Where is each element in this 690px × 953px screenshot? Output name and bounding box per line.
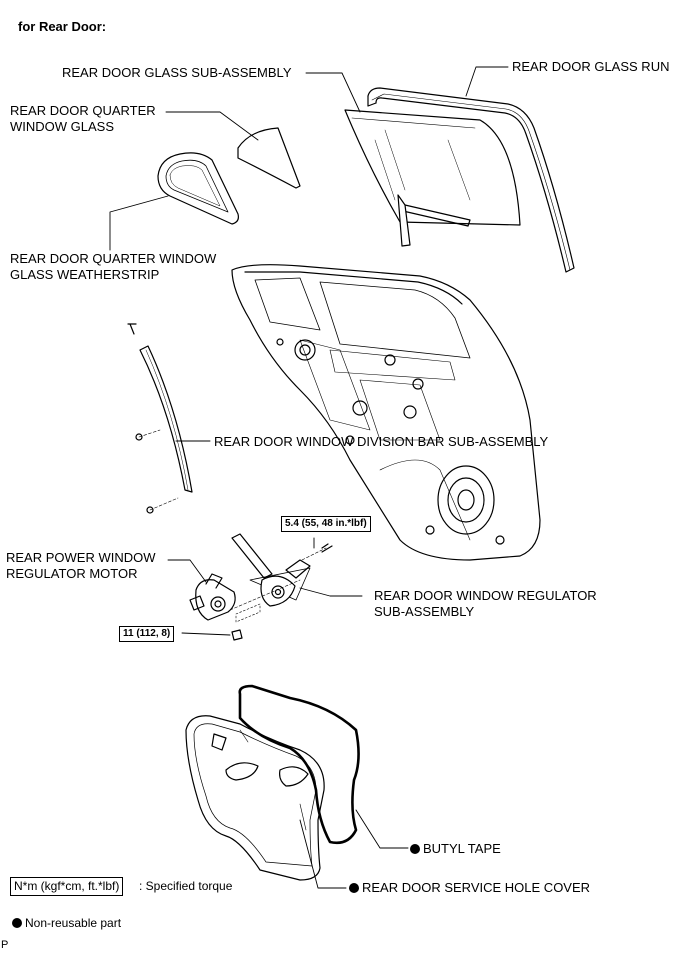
legend-non-reusable-text: Non-reusable part xyxy=(25,916,122,930)
label-division-bar: REAR DOOR WINDOW DIVISION BAR SUB-ASSEMB… xyxy=(214,434,549,449)
label-butyl-tape: BUTYL TAPE xyxy=(410,841,501,857)
window-regulator xyxy=(229,533,333,623)
quarter-window-weatherstrip xyxy=(157,152,239,225)
rear-door-service-hole-cover xyxy=(185,715,325,881)
non-reusable-dot-icon xyxy=(12,918,22,928)
service-hole-cover-text: REAR DOOR SERVICE HOLE COVER xyxy=(362,880,591,895)
non-reusable-dot-icon xyxy=(410,844,420,854)
butyl-tape-outline xyxy=(238,684,360,845)
leader-lines xyxy=(109,66,509,889)
label-service-hole-cover: REAR DOOR SERVICE HOLE COVER xyxy=(349,880,590,896)
label-quarter-window-glass-line2: WINDOW GLASS xyxy=(10,119,115,134)
label-quarter-weatherstrip-line1: REAR DOOR QUARTER WINDOW xyxy=(10,251,217,266)
label-rear-door-glass-run: REAR DOOR GLASS RUN xyxy=(512,59,670,74)
torque-regulator-bolt: 5.4 (55, 48 in.*lbf) xyxy=(281,516,371,532)
window-regulator-motor xyxy=(189,573,236,621)
rear-door-glass xyxy=(344,109,521,247)
label-regulator-motor-line1: REAR POWER WINDOW xyxy=(6,550,156,565)
legend-non-reusable: Non-reusable part xyxy=(12,915,121,931)
legend-torque-box: N*m (kgf*cm, ft.*lbf) xyxy=(10,877,124,896)
quarter-window-glass xyxy=(237,127,301,189)
rear-door-glass-run xyxy=(367,87,575,273)
butyl-tape-text: BUTYL TAPE xyxy=(423,841,501,856)
legend-torque-text: : Specified torque xyxy=(139,879,233,893)
window-division-bar xyxy=(127,323,193,514)
non-reusable-dot-icon xyxy=(349,883,359,893)
footer-code: P xyxy=(1,939,9,951)
label-quarter-weatherstrip-line2: GLASS WEATHERSTRIP xyxy=(10,267,160,282)
label-rear-door-glass-sub-assembly: REAR DOOR GLASS SUB-ASSEMBLY xyxy=(62,65,292,80)
torque-motor-bolt: 11 (112, 8) xyxy=(119,626,175,642)
page-title: for Rear Door: xyxy=(18,19,107,34)
label-regulator-sub-assembly-line2: SUB-ASSEMBLY xyxy=(374,604,475,619)
rear-door-inner-panel xyxy=(231,264,541,561)
label-regulator-motor-line2: REGULATOR MOTOR xyxy=(6,566,138,581)
label-regulator-sub-assembly-line1: REAR DOOR WINDOW REGULATOR xyxy=(374,588,597,603)
regulator-bolt xyxy=(231,629,243,641)
label-quarter-window-glass-line1: REAR DOOR QUARTER xyxy=(10,103,156,118)
